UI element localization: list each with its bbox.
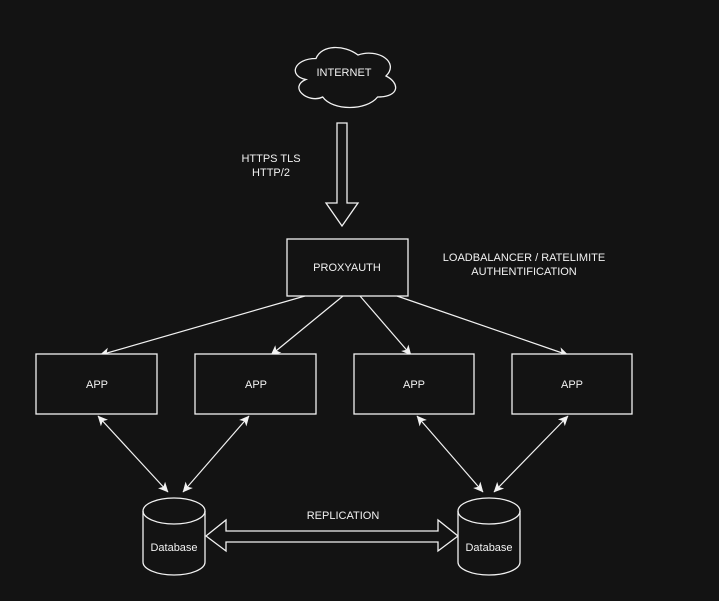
app-node-2 [194,353,317,415]
app-label-4: APP [561,379,583,391]
connector-proxy-app-1 [99,295,306,357]
proxyauth-label: PROXYAUTH [313,262,381,274]
app-node-4 [511,353,633,415]
app-node-1 [35,353,158,415]
connector-app3-db2 [416,415,484,493]
database-cylinder-2-lid [457,510,521,525]
internet-cloud-icon [294,46,397,109]
replication-double-arrow-icon [204,518,460,553]
ingress-annotation-line1: HTTPS TLS [241,153,300,165]
app-label-1: APP [86,379,108,391]
app-label-3: APP [403,379,425,391]
down-block-arrow-icon [324,122,360,228]
proxy-annotation-line2: AUTHENTIFICATION [471,266,577,278]
proxyauth-node [286,238,409,297]
database-label-2: Database [465,542,512,554]
connector-proxy-app-4 [396,295,569,357]
database-cylinder-1-icon [142,497,206,576]
app-node-3 [353,353,475,415]
replication-label: REPLICATION [307,510,380,522]
internet-label: INTERNET [317,67,372,79]
database-cylinder-2-icon [457,497,521,576]
connector-proxy-app-3 [359,295,412,356]
connector-app2-db1 [182,415,250,493]
connector-proxy-app-2 [270,295,344,356]
database-node-2: Database [457,497,521,576]
proxy-annotation-line1: LOADBALANCER / RATELIMITE [443,252,605,264]
connector-app1-db1 [97,415,169,493]
database-node-1: Database [142,497,206,576]
app-label-2: APP [245,379,267,391]
connector-app4-db2 [493,415,569,493]
database-label-1: Database [150,542,197,554]
database-cylinder-1-lid [142,510,206,525]
ingress-annotation-line2: HTTP/2 [252,167,290,179]
